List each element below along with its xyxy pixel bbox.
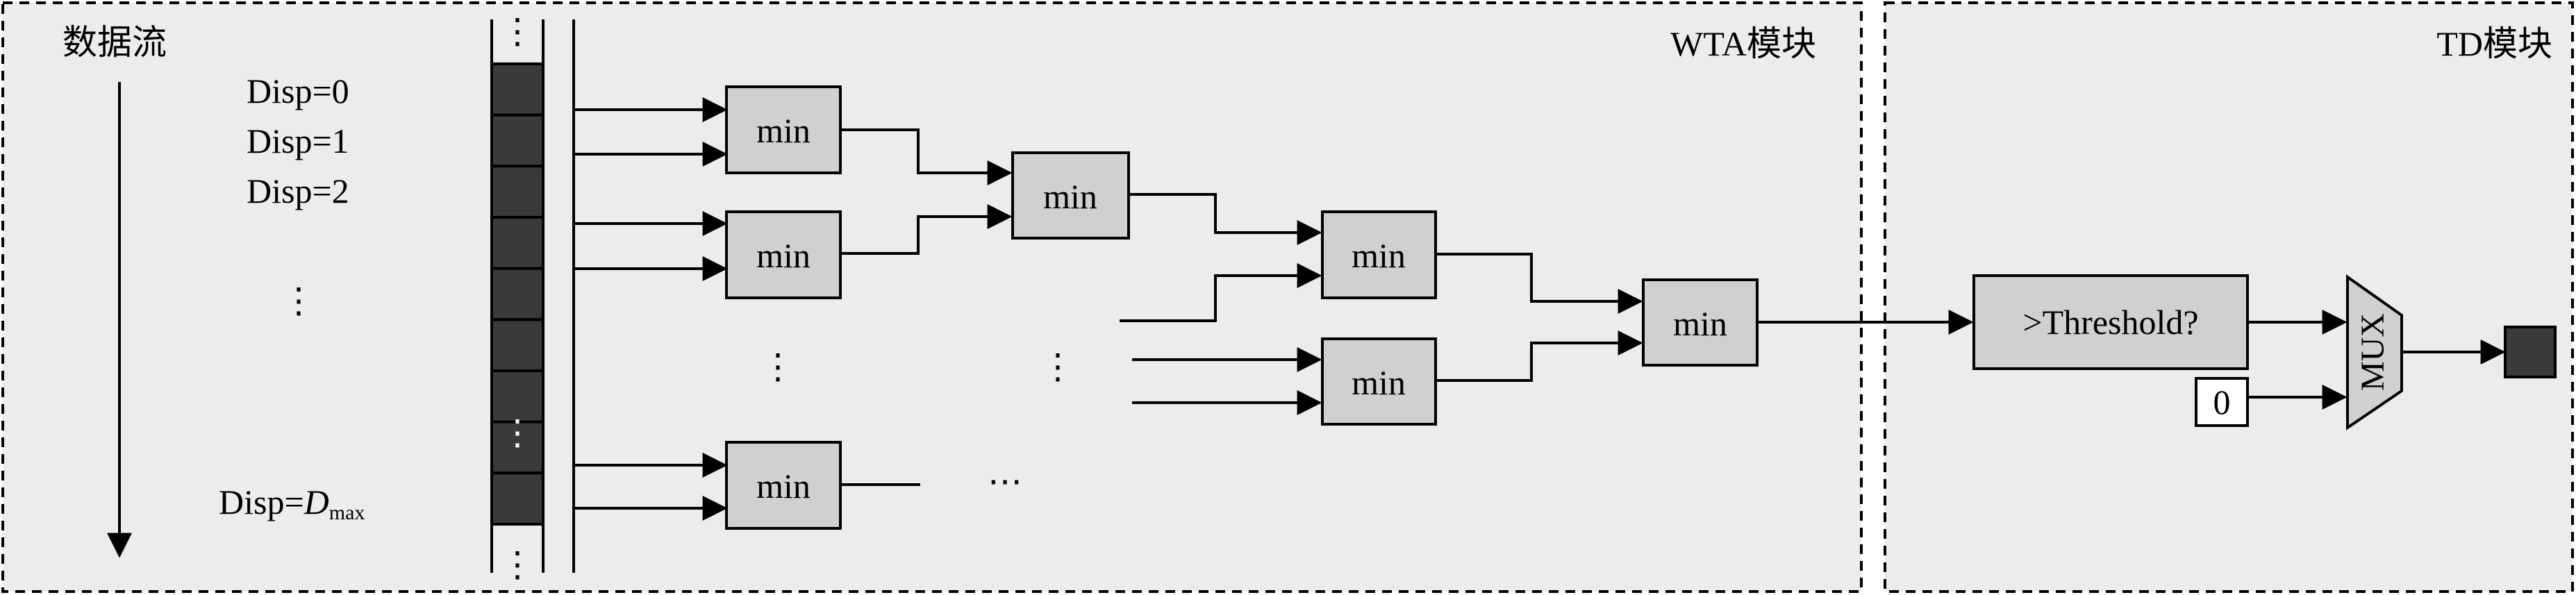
register-cells [490,62,545,526]
zero-constant-label: 0 [2213,383,2231,421]
min-box-l4-label: min [1673,304,1727,343]
wta-module-label: WTA模块 [1670,24,1816,63]
disp-label-dmax: Disp=Dmax [219,483,365,524]
disp-label-1: Disp=1 [247,121,349,160]
min-box-l2: min [1011,151,1130,240]
wire-l2-out [1129,193,1322,245]
branch-ellipsis-l2: ⋮ [1040,347,1075,386]
min-box-l1c-label: min [756,467,811,505]
disp-ellipsis: ⋮ [281,281,316,320]
output-register-icon [2504,326,2557,378]
min-box-l1b: min [725,210,842,299]
mux-block: MUX [2346,274,2403,430]
min-box-l3a-label: min [1352,236,1406,275]
min-box-l3b-label: min [1352,363,1406,402]
register-cell [490,420,545,475]
mux-label: MUX [2354,313,2391,391]
register-cell [490,471,545,526]
min-box-l3a: min [1321,210,1437,299]
branch-ellipsis-l1: ⋮ [761,347,795,386]
dataflow-label: 数据流 [63,23,167,62]
threshold-label: >Threshold? [2022,303,2198,342]
wire-l3b-out [1436,330,1643,382]
register-cell [490,216,545,270]
min-box-l1a-label: min [756,111,811,150]
min-box-l2-label: min [1043,177,1097,216]
wta-module-panel [1,1,1863,593]
wire-l1b-out [840,204,1013,255]
register-cell [490,318,545,373]
register-cell [490,62,545,117]
wire-l3a-in2 [1120,263,1322,322]
min-box-l1b-label: min [756,236,811,275]
register-cell [490,267,545,321]
threshold-box: >Threshold? [1972,274,2249,370]
register-cell [490,113,545,168]
register-ellipsis-bottom: ⋮ [500,545,535,584]
wire-l3a-out [1436,253,1643,314]
min-box-l4: min [1642,278,1759,367]
register-cell [490,165,545,219]
td-module-label: TD模块 [2436,24,2552,63]
register-ellipsis-top: ⋮ [500,12,535,51]
disp-label-0: Disp=0 [247,72,349,110]
min-box-l3b: min [1321,337,1437,426]
branch-ellipsis-horizontal: ⋯ [988,462,1022,501]
zero-constant-box: 0 [2195,377,2249,427]
min-box-l1a: min [725,85,842,174]
disp-label-2: Disp=2 [247,171,349,210]
min-box-l1c: min [725,441,842,530]
register-ellipsis-mid: ⋮ [500,413,535,452]
wire-l1a-out [840,128,1013,185]
